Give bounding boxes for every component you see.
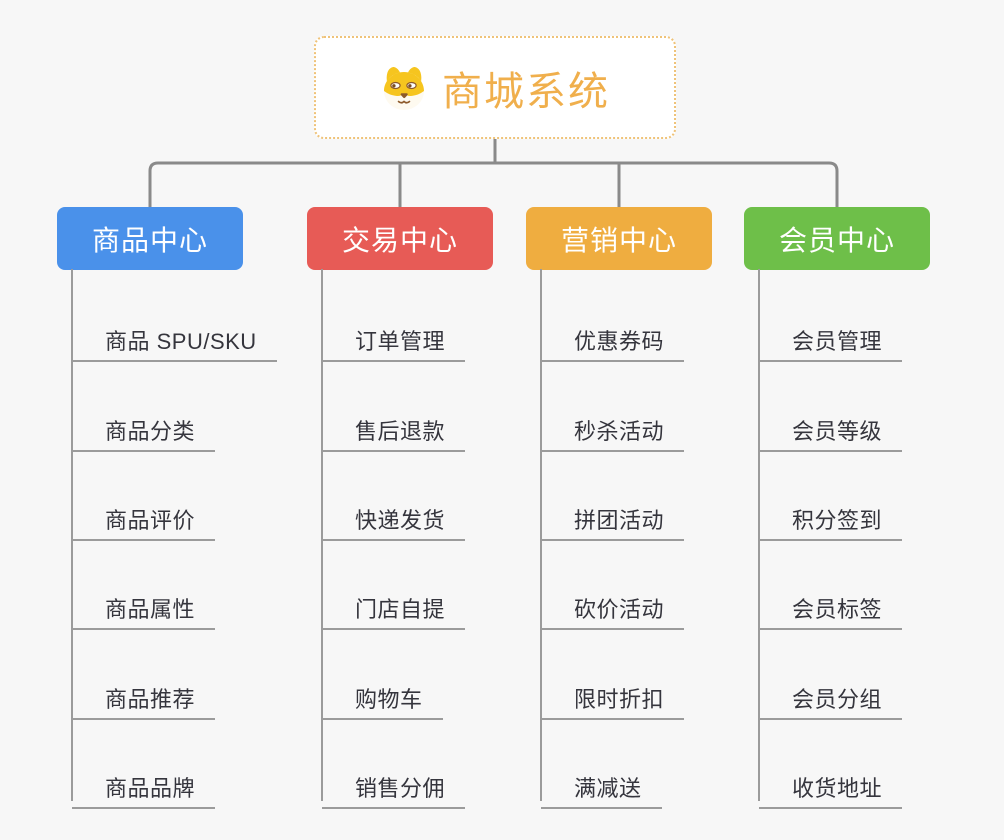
child-node[interactable]: 拼团活动 — [541, 490, 685, 541]
child-node[interactable]: 积分签到 — [759, 490, 903, 541]
child-node[interactable]: 购物车 — [322, 669, 443, 720]
branch-children-line — [758, 269, 760, 801]
child-node[interactable]: 商品属性 — [72, 579, 216, 630]
child-node[interactable]: 优惠券码 — [541, 311, 685, 362]
child-node[interactable]: 商品品牌 — [72, 758, 216, 809]
child-node[interactable]: 秒杀活动 — [541, 401, 685, 452]
child-node[interactable]: 商品 SPU/SKU — [72, 311, 277, 362]
child-node[interactable]: 商品评价 — [72, 490, 216, 541]
child-node[interactable]: 满减送 — [541, 758, 662, 809]
child-node[interactable]: 快递发货 — [322, 490, 466, 541]
child-node[interactable]: 门店自提 — [322, 579, 466, 630]
child-node[interactable]: 会员分组 — [759, 669, 903, 720]
child-node[interactable]: 售后退款 — [322, 401, 466, 452]
branch-children-line — [321, 269, 323, 801]
branch-node-trade-center[interactable]: 交易中心 — [307, 207, 493, 270]
child-node[interactable]: 砍价活动 — [541, 579, 685, 630]
branch-label: 交易中心 — [341, 224, 458, 256]
branch-label: 营销中心 — [560, 224, 677, 256]
branch-label: 会员中心 — [778, 224, 895, 256]
child-node[interactable]: 限时折扣 — [541, 669, 685, 720]
branch-node-marketing-center[interactable]: 营销中心 — [526, 207, 712, 270]
dog-face-icon — [380, 64, 428, 112]
branch-node-product-center[interactable]: 商品中心 — [57, 207, 243, 270]
branch-label: 商品中心 — [91, 224, 208, 256]
child-node[interactable]: 收货地址 — [759, 758, 903, 809]
child-node[interactable]: 会员标签 — [759, 579, 903, 630]
child-node[interactable]: 销售分佣 — [322, 758, 466, 809]
root-node[interactable]: 商城系统 — [314, 36, 676, 139]
child-node[interactable]: 会员管理 — [759, 311, 903, 362]
root-title: 商城系统 — [442, 69, 610, 114]
branch-children-line — [71, 269, 73, 801]
child-node[interactable]: 会员等级 — [759, 401, 903, 452]
child-node[interactable]: 订单管理 — [322, 311, 466, 362]
child-node[interactable]: 商品分类 — [72, 401, 216, 452]
branch-node-member-center[interactable]: 会员中心 — [744, 207, 930, 270]
branch-children-line — [540, 269, 542, 801]
child-node[interactable]: 商品推荐 — [72, 669, 216, 720]
